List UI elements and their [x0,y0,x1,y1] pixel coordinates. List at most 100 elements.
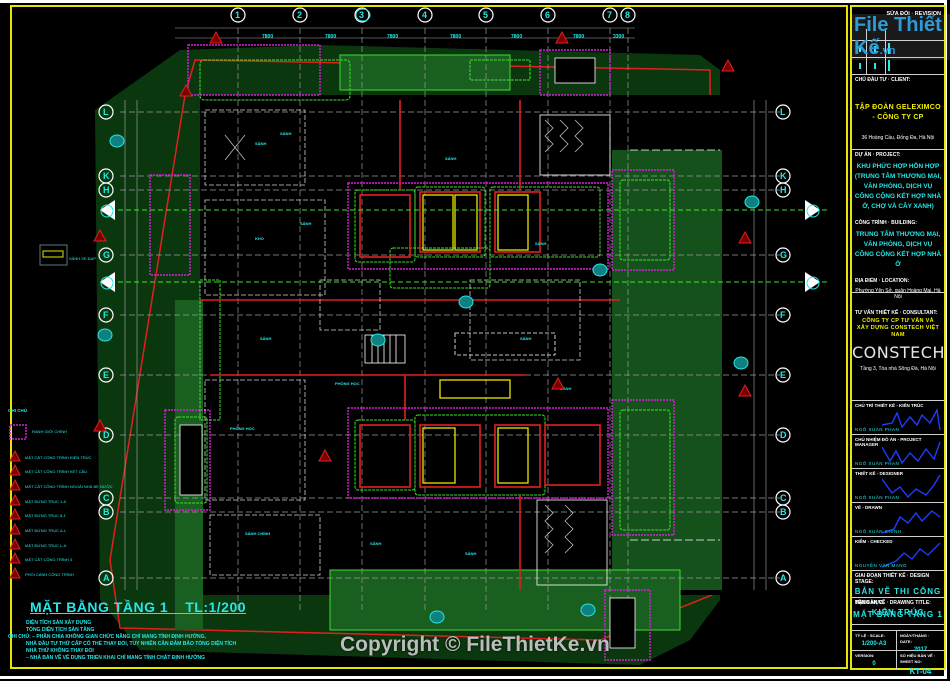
copyright-watermark: Copyright © FileThietKe.vn [340,633,610,656]
svg-text:SẢNH: SẢNH [370,541,381,546]
dimension: 7800 [262,34,274,40]
drawing-title-value: MẶT BẰNG TẦNG 1 [853,610,943,619]
legend-title: GHI CHÚ [8,408,27,413]
notes-label: GHI CHÚ: [8,634,31,640]
location-label: ĐỊA ĐIỂM · LOCATION: [855,278,910,284]
signature-scribble [882,542,941,568]
axis-G-label: G [103,250,111,260]
plan-title: MẶT BẰNG TẦNG 1 _ TL:1/200 [30,599,247,615]
axis-7-label: 7 [607,10,613,20]
sheet-label: SỐ HIỆU BẢN VẼ · SHEET NO: [900,653,936,664]
svg-text:SẢNH: SẢNH [260,336,271,341]
signature-name: NGÔ XUÂN PHAN [855,461,900,466]
scale-date-row: TỶ LỆ · SCALE: 1/200-A3 NGÀY/THÁNG · DAT… [852,631,944,653]
signature-role: VẼ - DRAWN [855,505,882,510]
consultant-label: TƯ VẤN THIẾT KẾ · CONSULTANT: [855,310,938,316]
version-sheet-row: VERSION: 0 SỐ HIỆU BẢN VẼ · SHEET NO: KT… [852,651,944,676]
axis-C-label-right: C [780,493,787,503]
drawing-frame [10,5,848,669]
signature-row: CHỦ TRÌ THIẾT KẾ - KIẾN TRÚC NGÔ XUÂN PH… [852,401,944,435]
svg-text:SẢNH: SẢNH [560,386,571,391]
axis-4-label: 4 [422,10,428,20]
location-value: Phường Yên Sở, quận Hoàng Mai, Hà Nội [855,288,941,300]
axis-L-label-right: L [780,107,786,117]
svg-text:KHO: KHO [255,236,264,241]
signature-row: CHỦ NHIỆM ĐỒ ÁN - PROJECT MANAGER NGÔ XU… [852,435,944,469]
plan-notes: DIỆN TÍCH SÀN XÂY DỰNG TỔNG DIỆN TÍCH SÀ… [8,620,236,662]
bike-parking-label: SẢNH XE ĐẠP [69,256,96,261]
axis-D-label: D [103,430,110,440]
version-value: 0 [872,661,876,667]
stage-value: BẢN VẼ THI CÔNG [854,587,942,596]
legend-item: MẶT CẮT CÔNG TRÌNH NGOÀI NHÀ BỂ NƯỚC [25,484,113,489]
signature-role: CHỦ NHIỆM ĐỒ ÁN - PROJECT MANAGER [855,437,922,447]
svg-text:SẢNH CHÍNH: SẢNH CHÍNH [245,531,270,536]
client-name-suffix: - CÔNG TY CP [872,114,924,121]
sheet-number: KT-04 [909,667,932,676]
project-label: DỰ ÁN · PROJECT: [855,152,901,158]
axis-H-label: H [103,185,110,195]
logo-suffix: .vn [879,45,896,57]
legend-item: MẶT ĐỨNG TRỤC 1-8 [25,499,66,504]
title-block: SỬA ĐỔI · REVISION CHỦ ĐẦU TƯ · CLIENT: … [850,5,946,670]
scale-label: TỶ LỆ · SCALE: [855,633,885,638]
revision-table: SỬA ĐỔI · REVISION [852,7,944,75]
axis-A-label-right: A [780,573,787,583]
signature-row: THIẾT KẾ - DESIGNER NGÔ XUÂN PHAN [852,469,944,503]
legend-item: PHỐI CẢNH CÔNG TRÌNH [25,572,74,577]
scale-value: 1/200-A3 [861,641,887,647]
axis-B-label: B [103,507,110,517]
axis-C-label: C [103,493,110,503]
legend-item: MẶT ĐỨNG TRỤC L-A [25,543,67,548]
filethietke-logo[interactable]: File Thiết Kế.vn [852,14,950,60]
dimension: 3300 [613,34,625,40]
svg-text:SẢNH: SẢNH [535,241,546,246]
axis-6-label: 6 [545,10,551,20]
axis-K-label: K [103,171,110,181]
svg-text:SẢNH: SẢNH [280,131,291,136]
date-label: NGÀY/THÁNG · DATE: [900,633,930,644]
note-total-area: TỔNG DIỆN TÍCH SÀN TẦNG [26,627,95,633]
svg-text:SẢNH: SẢNH [520,336,531,341]
consultant-name: CÔNG TY CP TƯ VẤN VÀ XÂY DỰNG CONSTECH V… [856,318,940,338]
note-line: NHÀ THỨ KHÔNG THAY ĐỔI [26,648,94,654]
design-stage-section: GIAI ĐOẠN THIẾT KẾ · DESIGN STAGE: BẢN V… [852,571,944,598]
axis-E-label: E [103,370,110,380]
dimension: 7800 [573,34,585,40]
signature-role: KIỂM - CHECKED [855,539,893,544]
consultant-address: Tầng 3, Tòa nhà Sông Đà, Hà Nội [860,366,936,372]
discipline-section: HẠNG MỤC: KIẾN TRÚC [852,598,944,625]
client-name: TẬP ĐOÀN GELEXIMCO [855,104,941,111]
svg-text:PHÒNG HỌC: PHÒNG HỌC [230,426,255,431]
constech-logo: CONSTECH [852,343,945,362]
version-label: VERSION: [855,653,875,658]
stage-label: GIAI ĐOẠN THIẾT KẾ · DESIGN STAGE: [855,573,930,585]
signature-name: NGÔ XUÂN PHAN [855,495,900,500]
client-address: 36 Hoàng Cầu, Đống Đa, Hà Nội [861,135,935,141]
legend-item: MẶT CẮT CÔNG TRÌNH KIẾN TRÚC [25,455,92,460]
note-line: – NHÀ BẢN VẼ VỀ DỤNG TRIỂN KHAI CHỈ MANG… [26,655,205,661]
axis-E-label-right: E [780,370,787,380]
signature-name: NGÔ XUÂN CHÍNH [855,529,902,534]
svg-text:SẢNH: SẢNH [300,221,311,226]
dimension: 7800 [325,34,337,40]
dimension: 7800 [511,34,523,40]
axis-F-label: F [103,310,109,320]
axis-B-label-right: B [780,507,787,517]
signature-scribble [882,510,941,534]
signature-scribble [882,407,941,431]
drawing-title-label: TÊN BẢN VẼ · DRAWING TITLE: [855,600,931,606]
note-line: – PHÂN CHIA KHÔNG GIAN CHỨC NĂNG CHỈ MAN… [32,634,206,640]
svg-text:SẢNH: SẢNH [465,551,476,556]
drawing-title-cell: TÊN BẢN VẼ · DRAWING TITLE: MẶT BẰNG TẦN… [852,598,944,631]
svg-text:PHÒNG HỌC: PHÒNG HỌC [335,381,360,386]
dimension: 7800 [387,34,399,40]
logo-text: File Thiết Kế [854,14,942,59]
project-name: KHU PHỨC HỢP HỖN HỢP (TRUNG TÂM THƯƠNG M… [854,163,942,210]
legend-item: MẶT CẮT CÔNG TRÌNH KẾT CẤU [25,469,88,474]
axis-1-label: 1 [235,10,241,20]
signature-name: NGÔ XUÂN PHAN [855,427,900,432]
project-section: DỰ ÁN · PROJECT: KHU PHỨC HỢP HỖN HỢP (T… [852,150,944,300]
axis-F-label-right: F [780,310,786,320]
